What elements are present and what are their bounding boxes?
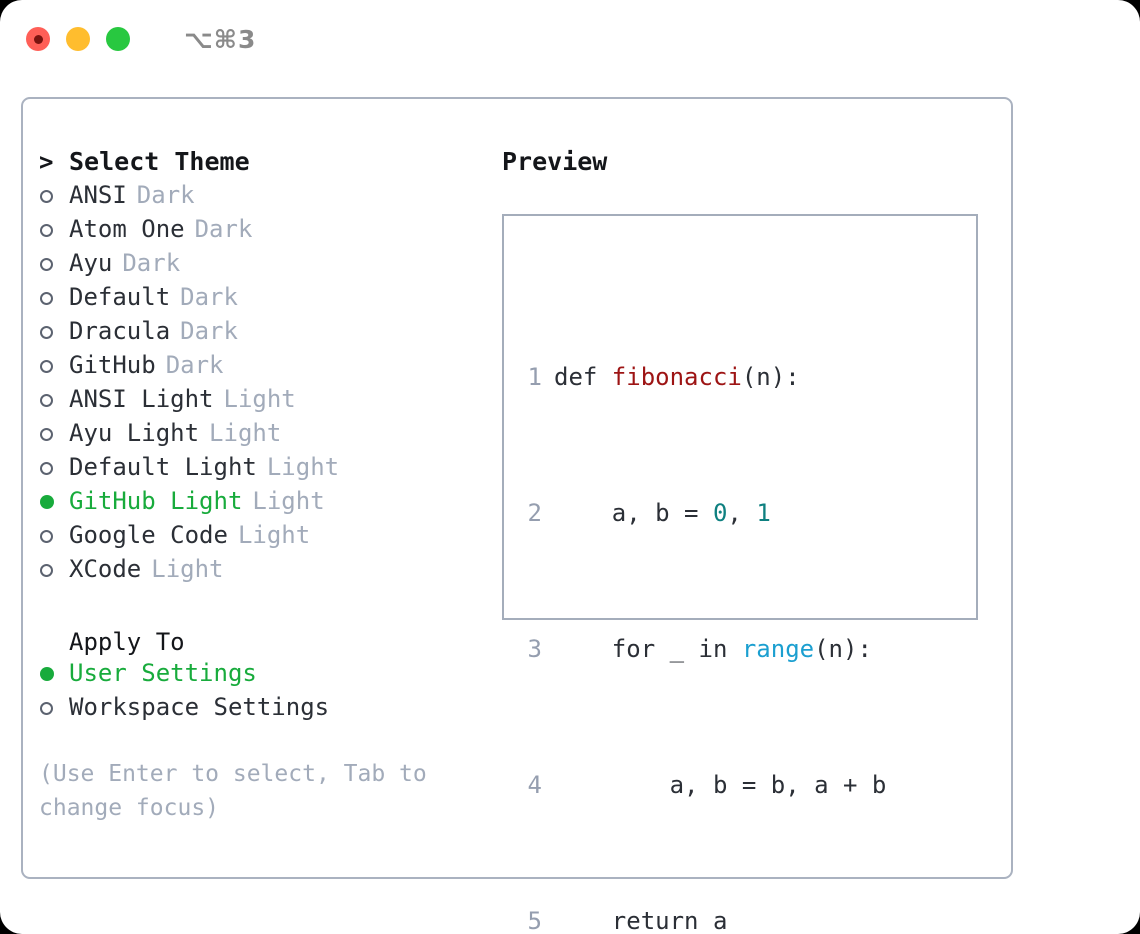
theme-name: Default Light (69, 453, 257, 481)
theme-variant-label: Light (223, 385, 296, 413)
line-number: 5 (527, 907, 542, 934)
code-content: return a (554, 907, 728, 934)
theme-variant-label: Light (151, 555, 224, 583)
close-icon (33, 34, 43, 44)
radio-unselected-icon[interactable] (39, 462, 69, 475)
preview-code: 1 def fibonacci(n): 2 a, b = 0, 1 3 for … (520, 258, 930, 934)
preview-column: Preview 1 def fibonacci(n): 2 a, b = 0, … (502, 147, 1002, 934)
close-window-button[interactable] (26, 27, 50, 51)
radio-unselected-icon[interactable] (39, 564, 69, 577)
theme-option-ansi-light[interactable]: ANSI Light Light (39, 385, 509, 419)
apply-to-header: Apply To (69, 628, 185, 656)
theme-option-github-dark[interactable]: GitHub Dark (39, 351, 509, 385)
radio-unselected-icon[interactable] (39, 190, 69, 203)
radio-unselected-icon[interactable] (39, 292, 69, 305)
title-bar: ⌥⌘3 (0, 0, 1140, 78)
theme-name: ANSI Light (69, 385, 214, 413)
theme-variant-label: Light (252, 487, 325, 515)
theme-variant-label: Dark (180, 283, 238, 311)
theme-name: GitHub Light (69, 487, 243, 515)
theme-variant-label: Dark (136, 181, 195, 209)
theme-name: Ayu (69, 249, 113, 277)
apply-to-user-settings[interactable]: User Settings (39, 659, 509, 693)
spacer (39, 589, 509, 625)
theme-option-default-dark[interactable]: Default Dark (39, 283, 509, 317)
maximize-window-button[interactable] (106, 27, 130, 51)
radio-selected-icon[interactable] (39, 495, 69, 509)
radio-unselected-icon[interactable] (39, 326, 69, 339)
code-line: 2 a, b = 0, 1 (520, 496, 930, 530)
select-theme-label: Select Theme (69, 147, 250, 176)
theme-variant-label: Light (237, 521, 311, 549)
radio-unselected-icon[interactable] (39, 360, 69, 373)
theme-option-dracula-dark[interactable]: Dracula Dark (39, 317, 509, 351)
theme-option-ayu-dark[interactable]: Ayu Dark (39, 249, 509, 283)
theme-name: Dracula (69, 317, 171, 345)
radio-unselected-icon[interactable] (39, 530, 69, 543)
preview-heading: Preview (502, 147, 608, 176)
theme-name: Default (69, 283, 171, 311)
theme-option-atom-one-dark[interactable]: Atom One Dark (39, 215, 509, 249)
theme-variant-label: Dark (165, 351, 224, 379)
main-panel: > Select Theme ANSI Dark Atom One Dark A… (21, 97, 1013, 934)
theme-option-ansi-dark[interactable]: ANSI Dark (39, 181, 509, 215)
radio-unselected-icon[interactable] (39, 394, 69, 407)
theme-name: GitHub (69, 351, 156, 379)
radio-selected-icon[interactable] (39, 667, 69, 681)
theme-name: Google Code (69, 521, 228, 549)
select-theme-header: > Select Theme (39, 147, 509, 181)
apply-to-label: Workspace Settings (69, 693, 330, 721)
code-content: a, b = b, a + b (554, 771, 887, 799)
theme-option-ayu-light[interactable]: Ayu Light Light (39, 419, 509, 453)
keyboard-hint-text: (Use Enter to select, Tab to change focu… (39, 761, 427, 821)
code-content: def fibonacci(n): (554, 363, 800, 391)
code-line: 4 a, b = b, a + b (520, 768, 930, 802)
theme-name: Atom One (69, 215, 185, 243)
theme-option-default-light[interactable]: Default Light Light (39, 453, 509, 487)
code-content: for _ in range(n): (554, 635, 872, 663)
code-line: 5 return a (520, 904, 930, 934)
line-number: 1 (527, 363, 542, 391)
theme-option-xcode[interactable]: XCode Light (39, 555, 509, 589)
theme-variant-label: Dark (194, 215, 253, 243)
theme-variant-label: Dark (180, 317, 238, 345)
radio-unselected-icon[interactable] (39, 702, 69, 715)
line-number: 4 (527, 771, 542, 799)
keyboard-shortcut-label: ⌥⌘3 (184, 24, 257, 54)
minimize-window-button[interactable] (66, 27, 90, 51)
theme-variant-label: Dark (122, 249, 181, 277)
theme-option-github-light[interactable]: GitHub Light Light (39, 487, 509, 521)
theme-name: ANSI (69, 181, 127, 209)
theme-variant-label: Light (266, 453, 340, 481)
code-content: a, b = 0, 1 (554, 499, 771, 527)
theme-picker-column: > Select Theme ANSI Dark Atom One Dark A… (39, 147, 509, 825)
theme-variant-label: Light (209, 419, 282, 447)
line-number: 3 (527, 635, 542, 663)
line-number: 2 (527, 499, 542, 527)
theme-name: XCode (69, 555, 142, 583)
apply-to-label: User Settings (69, 659, 257, 687)
radio-unselected-icon[interactable] (39, 224, 69, 237)
preview-box: 1 def fibonacci(n): 2 a, b = 0, 1 3 for … (502, 214, 978, 934)
traffic-lights (26, 27, 130, 51)
code-line: 1 def fibonacci(n): (520, 360, 930, 394)
caret-icon: > (39, 148, 54, 176)
radio-unselected-icon[interactable] (39, 428, 69, 441)
theme-option-google-code[interactable]: Google Code Light (39, 521, 509, 555)
theme-name: Ayu Light (69, 419, 200, 447)
code-line: 3 for _ in range(n): (520, 632, 930, 666)
radio-unselected-icon[interactable] (39, 258, 69, 271)
apply-to-workspace-settings[interactable]: Workspace Settings (39, 693, 509, 727)
